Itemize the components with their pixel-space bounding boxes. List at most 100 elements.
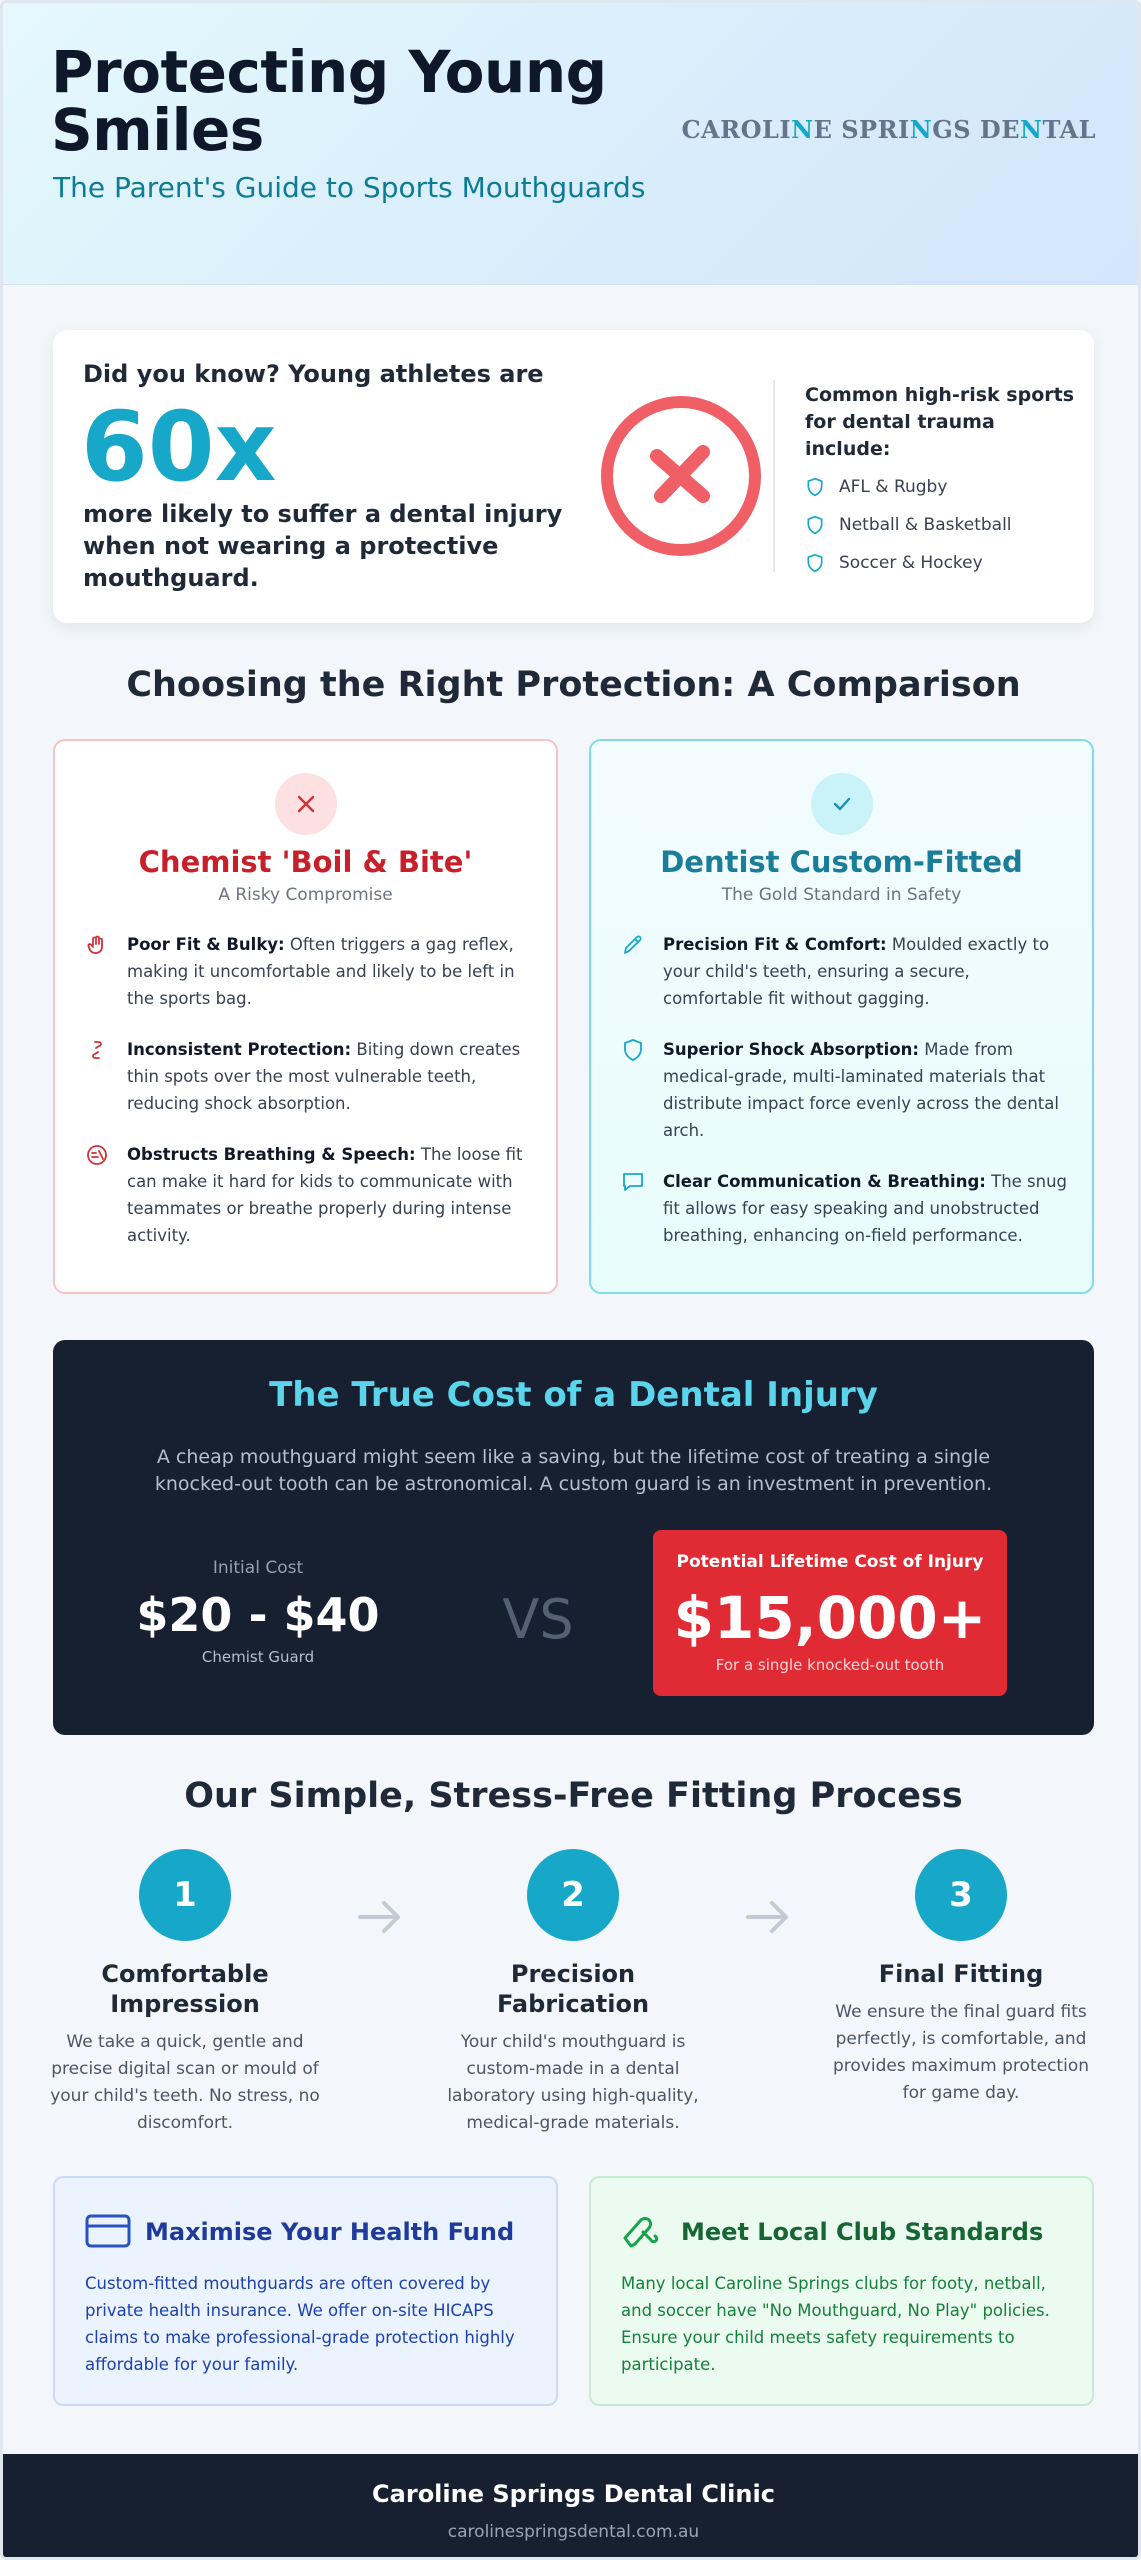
process-title: Our Simple, Stress-Free Fitting Process — [184, 1776, 963, 1816]
whistle-icon — [623, 2217, 659, 2248]
shield-icon — [807, 553, 823, 573]
item-text: Often triggers a gag reflex, making it u… — [127, 935, 515, 1008]
card-title: Dentist Custom-Fitted — [660, 845, 1023, 879]
process-step-2: 2 Precision Fabrication Your child's mou… — [438, 1849, 708, 2137]
footer-clinic-name: Caroline Springs Dental Clinic — [372, 2480, 775, 2508]
initial-cost-value: $20 - $40 — [136, 1588, 380, 1642]
list-item: Obstructs Breathing & Speech: The loose … — [85, 1141, 535, 1249]
item-heading: Inconsistent Protection: — [127, 1040, 352, 1059]
list-item: Netball & Basketball — [805, 506, 1012, 544]
shield-icon — [807, 477, 823, 497]
check-icon — [833, 797, 851, 811]
item-text: The snug fit allows for easy speaking an… — [663, 1172, 1068, 1245]
footer-url[interactable]: carolinespringsdental.com.au — [447, 2522, 700, 2542]
cost-panel: The True Cost of a Dental Injury A cheap… — [53, 1340, 1094, 1735]
risk-sport: AFL & Rugby — [839, 477, 948, 497]
club-standards-card: Meet Local Club Standards Many local Car… — [589, 2176, 1094, 2406]
list-item: Soccer & Hockey — [805, 544, 1012, 582]
arrow-right-icon — [746, 1901, 788, 1933]
risk-sport: Netball & Basketball — [839, 515, 1012, 535]
list-item: AFL & Rugby — [805, 468, 1012, 506]
step-number: 3 — [915, 1849, 1007, 1941]
check-badge — [811, 773, 873, 835]
step-text: Your child's mouthguard is custom-made i… — [447, 2032, 699, 2133]
risk-sport: Soccer & Hockey — [839, 553, 983, 573]
health-fund-card: Maximise Your Health Fund Custom-fitted … — [53, 2176, 558, 2406]
item-heading: Precision Fit & Comfort: — [663, 935, 887, 954]
step-title: Comfortable Impression — [101, 1960, 269, 2018]
process-step-1: 1 Comfortable Impression We take a quick… — [50, 1849, 320, 2137]
brand-text-4: TAL — [1042, 115, 1096, 144]
page-subtitle: The Parent's Guide to Sports Mouthguards — [53, 171, 646, 204]
x-badge — [275, 773, 337, 835]
item-heading: Obstructs Breathing & Speech: — [127, 1145, 416, 1164]
card-tagline: The Gold Standard in Safety — [721, 885, 962, 905]
credit-card-icon — [85, 2214, 131, 2248]
card-title: Meet Local Club Standards — [681, 2218, 1044, 2246]
item-text: Moulded exactly to your child's teeth, e… — [663, 935, 1050, 1008]
step-number: 1 — [139, 1849, 231, 1941]
list-item: Inconsistent Protection: Biting down cre… — [85, 1036, 535, 1117]
list-item: Superior Shock Absorption: Made from med… — [621, 1036, 1071, 1144]
risk-list: AFL & Rugby Netball & Basketball Soccer … — [805, 468, 1012, 582]
feature-list: Poor Fit & Bulky: Often triggers a gag r… — [85, 931, 535, 1273]
divider — [773, 380, 775, 572]
chat-icon — [623, 1173, 643, 1191]
lifetime-cost-sub: For a single knocked-out tooth — [715, 1656, 945, 1674]
stat-card: Did you know? Young athletes are 60x mor… — [53, 330, 1094, 623]
card-text: Many local Caroline Springs clubs for fo… — [621, 2274, 1050, 2374]
brand-text-1: CAROLI — [681, 115, 792, 144]
process-step-3: 3 Final Fitting We ensure the final guar… — [826, 1849, 1096, 2107]
brand-accent-3: N — [1020, 115, 1043, 144]
x-circle-icon — [601, 396, 761, 556]
brand-logo: CAROLINE SPRINGS DENTAL — [681, 115, 1096, 144]
shield-icon — [624, 1039, 642, 1061]
step-text: We take a quick, gentle and precise digi… — [50, 2032, 320, 2133]
custom-fitted-card: Dentist Custom-Fitted The Gold Standard … — [589, 739, 1094, 1294]
list-item: Precision Fit & Comfort: Moulded exactly… — [621, 931, 1071, 1012]
item-text: Made from medical-grade, multi-laminated… — [663, 1040, 1059, 1140]
card-title: Chemist 'Boil & Bite' — [138, 845, 473, 879]
item-text: The loose fit can make it hard for kids … — [127, 1145, 523, 1245]
page-title: Protecting Young Smiles — [51, 38, 607, 164]
list-item: Poor Fit & Bulky: Often triggers a gag r… — [85, 931, 535, 1012]
cost-intro: A cheap mouthguard might seem like a sav… — [154, 1446, 993, 1495]
hand-icon — [87, 935, 103, 954]
no-speech-icon — [87, 1145, 107, 1165]
vs-label: VS — [502, 1588, 574, 1651]
brand-accent-1: N — [791, 115, 814, 144]
initial-cost-sub: Chemist Guard — [201, 1648, 315, 1666]
broken-link-icon — [92, 1041, 102, 1059]
lifetime-cost-value: $15,000+ — [673, 1584, 987, 1652]
lifetime-cost-label: Potential Lifetime Cost of Injury — [676, 1552, 984, 1572]
initial-cost-label: Initial Cost — [212, 1558, 304, 1578]
item-heading: Poor Fit & Bulky: — [127, 935, 285, 954]
step-text: We ensure the final guard fits perfectly… — [832, 2002, 1089, 2103]
lifetime-cost-box: Potential Lifetime Cost of Injury $15,00… — [653, 1530, 1007, 1696]
footer: Caroline Springs Dental Clinic carolines… — [3, 2454, 1138, 2557]
card-tagline: A Risky Compromise — [218, 885, 393, 905]
item-heading: Clear Communication & Breathing: — [663, 1172, 986, 1191]
brand-text-3: GS DE — [932, 115, 1021, 144]
brand-text-2: E SPRI — [813, 115, 910, 144]
arrow-right-icon — [358, 1901, 400, 1933]
feature-list: Precision Fit & Comfort: Moulded exactly… — [621, 931, 1071, 1273]
stat-tail: more likely to suffer a dental injury wh… — [83, 500, 563, 592]
pencil-icon — [624, 935, 642, 954]
item-heading: Superior Shock Absorption: — [663, 1040, 920, 1059]
card-title: Maximise Your Health Fund — [145, 2218, 515, 2246]
card-text: Custom-fitted mouthguards are often cove… — [85, 2274, 515, 2374]
cost-title: The True Cost of a Dental Injury — [269, 1375, 878, 1415]
step-title: Final Fitting — [878, 1960, 1044, 1988]
boil-bite-card: Chemist 'Boil & Bite' A Risky Compromise… — [53, 739, 558, 1294]
list-item: Clear Communication & Breathing: The snu… — [621, 1168, 1071, 1249]
comparison-title: Choosing the Right Protection: A Compari… — [126, 665, 1021, 705]
step-title: Precision Fabrication — [496, 1960, 650, 2018]
close-icon — [297, 795, 315, 813]
risk-title: Common high-risk sports for dental traum… — [805, 384, 1075, 460]
step-number: 2 — [527, 1849, 619, 1941]
brand-accent-2: N — [909, 115, 933, 144]
item-text: Biting down creates thin spots over the … — [127, 1040, 521, 1113]
header: Protecting Young Smiles The Parent's Gui… — [3, 3, 1138, 285]
